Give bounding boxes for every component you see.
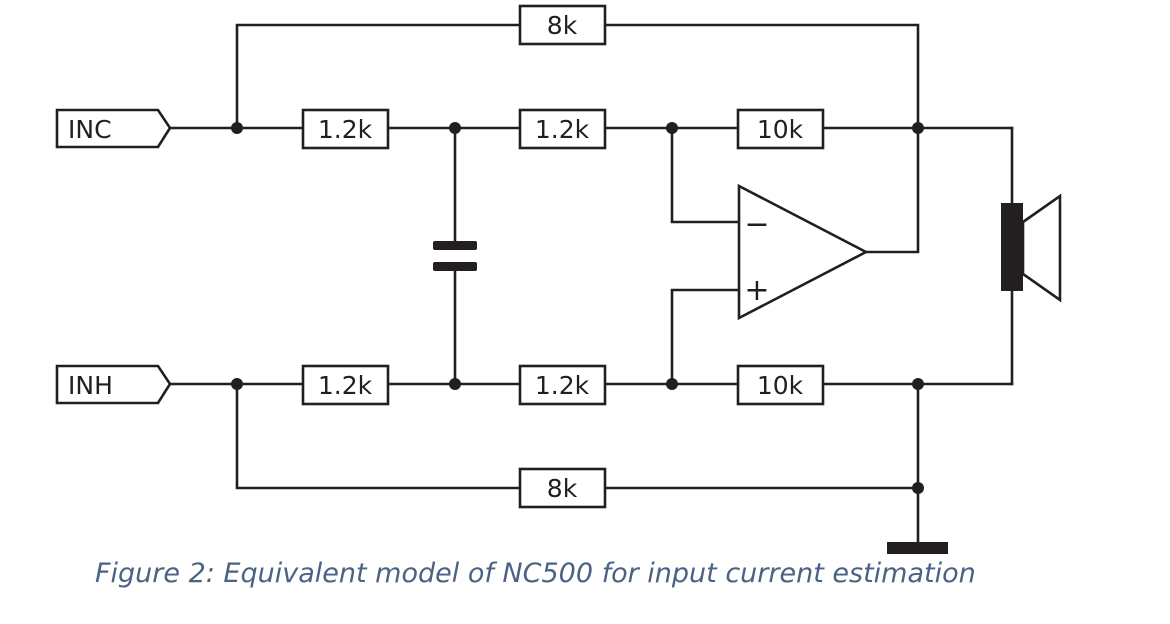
resistor-inc-1: 1.2k <box>301 108 390 150</box>
resistor-inc-feedback-label: 10k <box>757 115 804 144</box>
ground-icon <box>887 542 948 554</box>
circuit-schematic: INC INH 8k 1.2k 1.2k 10k 1.2k 1.2k 10k 8… <box>55 4 1062 554</box>
port-inh: INH <box>55 364 172 405</box>
resistor-inc-2-label: 1.2k <box>535 115 590 144</box>
resistor-inc-2: 1.2k <box>518 108 607 150</box>
opamp: − + <box>737 183 869 321</box>
port-inc: INC <box>55 108 172 149</box>
resistor-inh-ground-label: 10k <box>757 371 804 400</box>
resistor-inh-2-label: 1.2k <box>535 371 590 400</box>
port-inc-label: INC <box>68 115 112 144</box>
resistor-inh-1: 1.2k <box>301 364 390 406</box>
junction-dots <box>231 122 924 494</box>
resistor-inc-feedback: 10k <box>736 108 825 150</box>
resistor-bottom-label: 8k <box>547 474 578 503</box>
resistor-top-feedback-label: 8k <box>547 11 578 40</box>
opamp-inverting-sign: − <box>744 207 769 242</box>
resistor-inh-ground: 10k <box>736 364 825 406</box>
speaker-icon <box>1001 193 1062 303</box>
figure-caption: Figure 2: Equivalent model of NC500 for … <box>95 558 976 589</box>
resistor-inh-1-label: 1.2k <box>318 371 373 400</box>
resistor-inh-2: 1.2k <box>518 364 607 406</box>
resistor-top-feedback: 8k <box>518 4 607 46</box>
port-inh-label: INH <box>68 371 113 400</box>
opamp-noninverting-sign: + <box>744 273 769 308</box>
resistor-bottom: 8k <box>518 467 607 509</box>
resistor-inc-1-label: 1.2k <box>318 115 373 144</box>
capacitor <box>433 241 477 271</box>
